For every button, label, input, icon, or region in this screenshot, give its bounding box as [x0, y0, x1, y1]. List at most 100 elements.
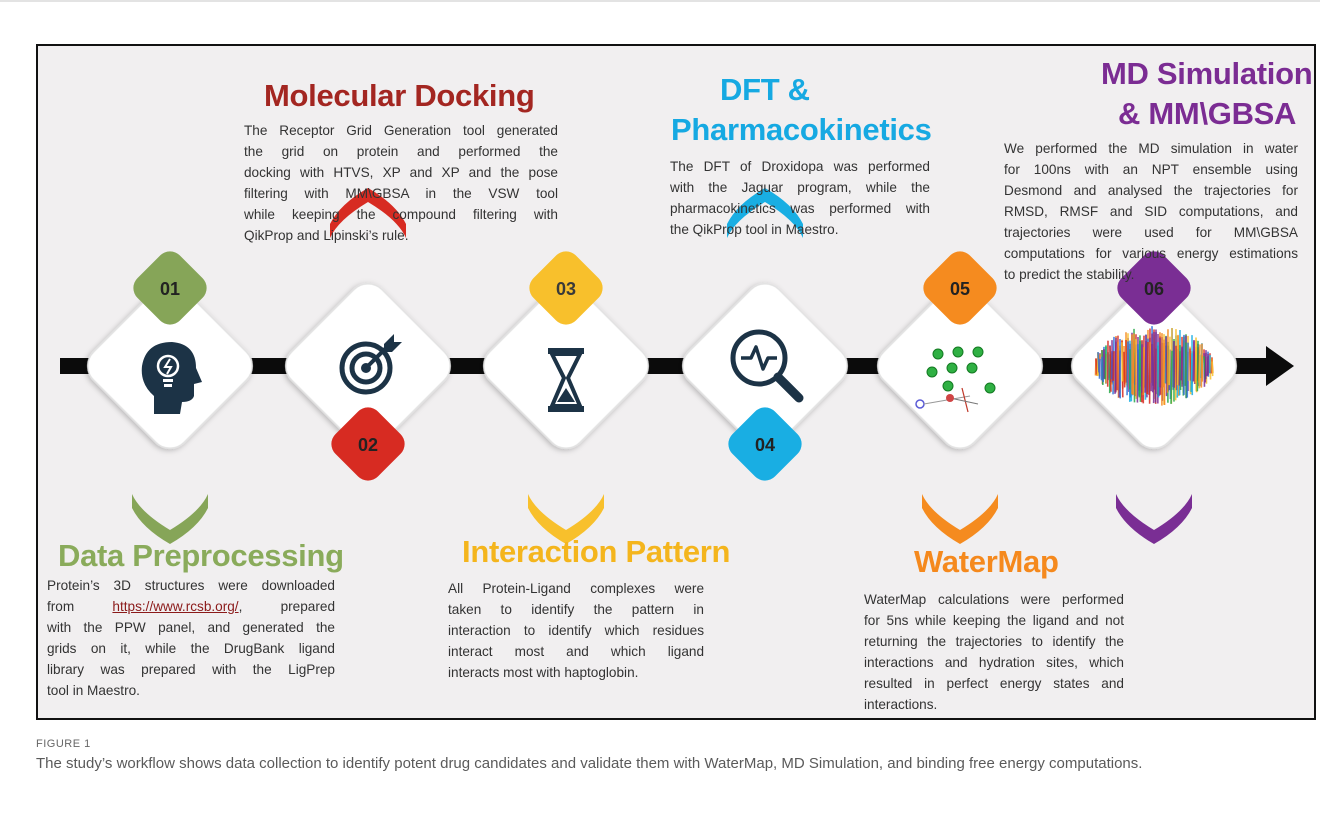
trajectory-trace	[1198, 353, 1201, 389]
desc-data-preprocessing: Protein’s 3D structures were downloaded …	[47, 575, 335, 701]
hourglass-base	[548, 406, 584, 412]
chevron-decoration	[528, 494, 604, 544]
step-diamond	[483, 283, 649, 449]
title-pharmacokinetics: Pharmacokinetics	[671, 112, 932, 147]
trajectory-trace	[1100, 356, 1103, 381]
text-line: The DFT of Droxidopa was performed	[670, 159, 930, 174]
desc-dft-pharmacokinetics: The DFT of Droxidopa was performed with …	[670, 156, 930, 240]
trajectory-trace	[1146, 341, 1149, 395]
text-line: interactions.	[864, 697, 938, 712]
water-site	[946, 362, 958, 374]
bulb-base	[164, 384, 172, 387]
title-md-simulation: MD Simulation	[1101, 56, 1313, 91]
text-line: filtering with MM\GBSA in the VSW tool	[244, 186, 558, 201]
trajectory-trace	[1150, 333, 1153, 392]
step-number: 01	[160, 279, 180, 299]
text-line: returning the trajectories to identify t…	[864, 634, 1124, 649]
watermap-icon	[946, 394, 954, 402]
bolt-shape	[163, 358, 173, 375]
trajectory-trace	[1170, 350, 1173, 404]
ligand-bond	[949, 397, 979, 405]
trajectory-trace	[1144, 340, 1147, 393]
text-line: trajectories were used for MM\GBSA	[1004, 225, 1298, 240]
text-line: interactions and hydration sites, which	[864, 655, 1124, 670]
text-line: docking with HTVS, XP and XP and the pos…	[244, 165, 558, 180]
text-line: All Protein-Ligand complexes were	[448, 581, 704, 596]
title-interaction-pattern: Interaction Pattern	[462, 534, 731, 569]
trajectory-trace	[1098, 358, 1101, 379]
chevron-decoration	[330, 188, 406, 238]
title-molecular-docking: Molecular Docking	[264, 78, 535, 113]
trajectory-trace	[1200, 355, 1203, 388]
trajectory-trace	[1104, 345, 1107, 380]
text-line: interaction to identify which residues	[448, 623, 704, 638]
desc-watermap: WaterMap calculations were performed for…	[864, 589, 1124, 715]
trajectory-trace	[1177, 334, 1180, 396]
target-icon	[339, 341, 393, 395]
step-number-badge	[1117, 251, 1191, 325]
water-site	[952, 346, 964, 358]
trajectory-trace	[1186, 342, 1189, 398]
step-number: 04	[755, 435, 775, 455]
ligand-bond	[961, 387, 969, 413]
text-line: resulted in perfect energy states and	[864, 676, 1124, 691]
text-line: to predict the stability.	[1004, 267, 1135, 282]
rcsb-link[interactable]: https://www.rcsb.org/	[112, 599, 239, 614]
trajectory-trace	[1190, 353, 1193, 393]
step-number-badge	[133, 251, 207, 325]
chevron-decoration	[132, 494, 208, 544]
trajectory-trace	[1211, 361, 1214, 377]
trajectory-trace	[1180, 347, 1183, 381]
trajectory-trace	[1114, 337, 1117, 394]
hourglass-glass	[548, 352, 584, 408]
text-line: Desmond and analysed the trajectories fo…	[1004, 183, 1298, 198]
chevron-decoration	[922, 494, 998, 544]
text-line: We performed the MD simulation in water	[1004, 141, 1298, 156]
text-line: the QikProp tool in Maestro.	[670, 222, 839, 237]
text-line: for 5ns while keeping the ligand and not	[864, 613, 1124, 628]
water-site	[966, 362, 978, 374]
text-line: QikProp and Lipinski’s rule.	[244, 228, 409, 243]
chevron-decoration	[1116, 494, 1192, 544]
trajectory-trace	[1126, 341, 1129, 396]
trajectory-trace	[1166, 329, 1169, 393]
text-line: computations for various energy estimati…	[1004, 246, 1298, 261]
text-line: The Receptor Grid Generation tool genera…	[244, 123, 558, 138]
water-site	[926, 366, 938, 378]
step-number-badge	[728, 407, 802, 481]
step-number: 05	[950, 279, 970, 299]
trajectory-trace	[1168, 336, 1171, 386]
step-number-badge	[529, 251, 603, 325]
trajectory-trace	[1162, 343, 1165, 388]
step-number: 06	[1144, 279, 1164, 299]
text-line: the grid on protein and performed the	[244, 144, 558, 159]
figure-label: FIGURE 1	[36, 738, 91, 750]
text-line: pharmacokinetics was performed with	[670, 201, 930, 216]
brain-head-icon	[141, 342, 202, 414]
step-number-badge	[923, 251, 997, 325]
water-site	[942, 380, 954, 392]
text-fragment: from	[47, 599, 75, 614]
title-watermap: WaterMap	[914, 544, 1059, 579]
bulb-base	[163, 379, 173, 382]
flow-arrowhead	[1266, 346, 1294, 386]
trajectory-trace	[1158, 338, 1161, 396]
text-line: interacts most with haptoglobin.	[448, 665, 639, 680]
title-mm-gbsa: & MM\GBSA	[1118, 96, 1297, 131]
text-line: interact most and which ligand	[448, 644, 704, 659]
text-line: grids on it, while the DrugBank ligand	[47, 641, 335, 656]
arrow-fletching	[384, 334, 402, 352]
title-dft: DFT &	[720, 72, 810, 107]
step-number: 02	[358, 435, 378, 455]
text-fragment: , prepared	[238, 599, 336, 614]
bulb-shape	[156, 354, 180, 378]
water-site	[972, 346, 984, 358]
text-line: with the Jaguar program, while the	[670, 180, 930, 195]
desc-interaction-pattern: All Protein-Ligand complexes were taken …	[448, 578, 704, 683]
hourglass-icon	[548, 348, 584, 354]
text-line: RMSD, RMSF and SID computations, and	[1004, 204, 1298, 219]
trajectory-trace	[1165, 336, 1168, 397]
hourglass-sand	[557, 388, 575, 402]
text-line: Protein’s 3D structures were downloaded	[47, 578, 335, 593]
